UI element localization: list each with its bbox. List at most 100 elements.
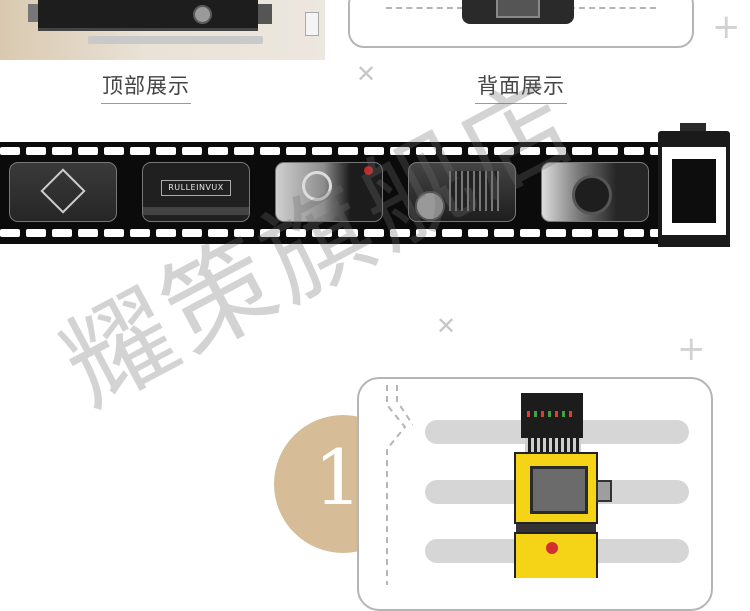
film-perforation	[364, 147, 384, 155]
film-perforation	[130, 229, 150, 237]
back-view-frame	[348, 0, 694, 48]
film-perforation	[598, 147, 618, 155]
camera-side-part	[305, 12, 319, 36]
film-perforation	[520, 147, 540, 155]
camera-side-knob	[596, 480, 612, 502]
film-canister-icon	[658, 123, 746, 248]
film-perforation	[338, 229, 358, 237]
dial-detail	[572, 175, 612, 215]
film-perforation	[598, 229, 618, 237]
film-perforations-top	[0, 147, 670, 157]
gear-detail	[302, 171, 332, 201]
back-view-camera	[462, 0, 574, 24]
film-perforation	[312, 147, 332, 155]
film-perforation	[442, 229, 462, 237]
shutter-button	[546, 542, 558, 554]
indicator-lights	[527, 411, 575, 417]
film-frame-gear	[275, 162, 383, 222]
caption-top-view-text: 顶部展示	[102, 74, 190, 98]
film-perforation	[468, 147, 488, 155]
film-perforation	[546, 229, 566, 237]
film-perforation	[182, 147, 202, 155]
film-perforation	[494, 147, 514, 155]
camera-body	[514, 452, 598, 524]
film-perforation	[546, 147, 566, 155]
film-perforation	[364, 229, 384, 237]
film-perforation	[390, 147, 410, 155]
camera-screen	[496, 0, 540, 18]
film-strip: RULLEINVUX	[0, 142, 670, 244]
camera-lower-body	[514, 532, 598, 578]
film-perforation	[416, 147, 436, 155]
canister-top-rim	[658, 131, 730, 143]
sparkle-x-icon: ✕	[356, 60, 377, 88]
film-perforation	[104, 229, 124, 237]
film-perforation	[104, 147, 124, 155]
caption-back-view-text: 背面展示	[477, 74, 565, 98]
film-perforation	[572, 147, 592, 155]
film-perforation	[624, 229, 644, 237]
camera-top-body	[38, 0, 258, 31]
film-frame-top-plate	[9, 162, 117, 222]
sparkle-plus-icon: +	[677, 329, 706, 369]
canister-bottom-rim	[658, 237, 730, 247]
film-perforation	[52, 147, 72, 155]
film-perforation	[286, 229, 306, 237]
sparkle-plus-icon: +	[712, 7, 741, 47]
camera-side-part	[258, 4, 272, 24]
film-perforation	[494, 229, 514, 237]
frame-bar	[143, 207, 249, 215]
film-perforation	[442, 147, 462, 155]
film-frame-dial	[541, 162, 649, 222]
film-perforation	[338, 147, 358, 155]
film-perforation	[208, 147, 228, 155]
film-perforation	[78, 229, 98, 237]
film-perforation	[208, 229, 228, 237]
yellow-camera-model	[500, 388, 620, 578]
brand-label: RULLEINVUX	[161, 180, 231, 196]
dashed-path-decoration	[386, 385, 413, 585]
canister-cap	[680, 123, 706, 132]
film-perforation	[78, 147, 98, 155]
film-perforation	[286, 147, 306, 155]
canister-window	[672, 159, 716, 223]
camera-neck	[525, 438, 581, 452]
logo-plate	[40, 168, 86, 214]
film-perforation	[260, 229, 280, 237]
camera-knob	[193, 5, 212, 24]
film-perforation	[0, 147, 20, 155]
caption-underline	[101, 103, 191, 104]
film-frame-grille	[408, 162, 516, 222]
caption-back-view: 背面展示	[475, 70, 567, 104]
sparkle-x-icon: ✕	[436, 312, 457, 340]
film-perforation	[182, 229, 202, 237]
film-perforation	[312, 229, 332, 237]
film-perforation	[234, 147, 254, 155]
camera-band	[516, 524, 596, 532]
film-frame-brand-label: RULLEINVUX	[142, 162, 250, 222]
film-perforation	[416, 229, 436, 237]
red-dot	[364, 166, 373, 175]
camera-hood	[521, 393, 583, 438]
film-perforation	[624, 147, 644, 155]
film-perforation	[390, 229, 410, 237]
film-perforation	[52, 229, 72, 237]
film-perforation	[130, 147, 150, 155]
film-perforation	[26, 229, 46, 237]
film-perforation	[156, 229, 176, 237]
film-perforation	[260, 147, 280, 155]
camera-base	[88, 36, 263, 44]
viewfinder	[530, 466, 588, 514]
top-view-photo	[0, 0, 325, 60]
film-perforation	[520, 229, 540, 237]
caption-top-view: 顶部展示	[101, 70, 191, 104]
film-perforation	[572, 229, 592, 237]
grille-detail	[449, 171, 499, 211]
film-perforation	[0, 229, 20, 237]
film-perforation	[156, 147, 176, 155]
film-perforation	[468, 229, 488, 237]
film-perforations-bottom	[0, 229, 670, 239]
canister-shell	[658, 143, 730, 239]
film-perforation	[26, 147, 46, 155]
film-perforation	[234, 229, 254, 237]
